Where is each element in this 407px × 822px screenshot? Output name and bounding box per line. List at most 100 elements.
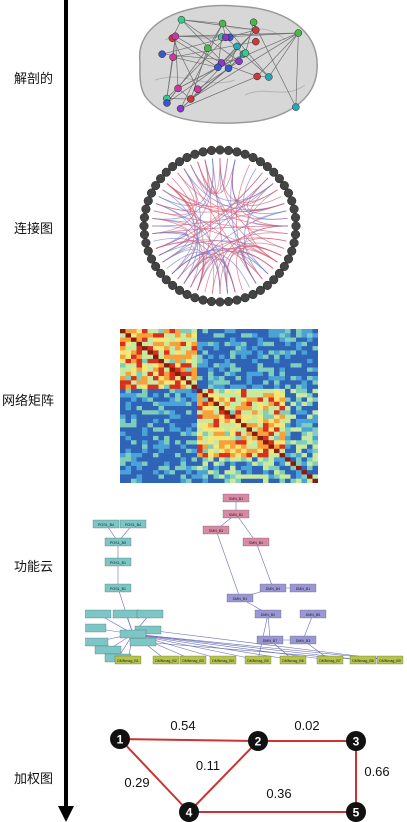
matrix-cell xyxy=(147,410,154,415)
matrix-cell xyxy=(136,448,143,454)
cloud-node-label: DMN_B1 xyxy=(296,587,311,591)
matrix-cell xyxy=(153,474,159,480)
matrix-cell xyxy=(142,427,148,432)
matrix-cell xyxy=(186,401,192,407)
matrix-cell xyxy=(235,444,242,450)
matrix-cell xyxy=(307,376,313,381)
brain-node xyxy=(294,29,303,37)
matrix-cell xyxy=(136,431,143,437)
matrix-cell xyxy=(208,371,214,377)
matrix-cell xyxy=(131,363,137,368)
matrix-cell xyxy=(285,444,291,450)
matrix-cell xyxy=(268,470,275,475)
brain-link xyxy=(175,32,299,37)
matrix-cell xyxy=(224,461,231,467)
matrix-cell xyxy=(268,346,275,351)
matrix-cell xyxy=(301,333,308,338)
edge-weight-4-5: 0.36 xyxy=(266,786,291,801)
matrix-cell xyxy=(285,457,291,462)
matrix-cell xyxy=(175,435,181,441)
matrix-cell xyxy=(197,423,203,428)
matrix-cell xyxy=(208,367,214,373)
matrix-cell xyxy=(191,431,198,437)
matrix-cell xyxy=(169,427,176,432)
matrix-cell xyxy=(246,465,253,471)
matrix-cell xyxy=(202,423,209,428)
matrix-cell xyxy=(246,329,253,334)
matrix-cell xyxy=(285,461,291,467)
brain-link xyxy=(173,41,256,58)
matrix-cell xyxy=(246,371,253,377)
matrix-cell xyxy=(125,461,132,467)
matrix-cell xyxy=(169,384,176,390)
matrix-cell xyxy=(285,470,291,475)
matrix-cell xyxy=(307,358,313,364)
connectogram-link xyxy=(162,246,194,275)
matrix-cell xyxy=(263,444,269,450)
matrix-cell xyxy=(213,418,220,424)
matrix-cell xyxy=(285,380,291,385)
connectogram-region xyxy=(274,174,284,184)
matrix-cell xyxy=(120,393,126,398)
matrix-cell xyxy=(285,376,291,381)
connectogram-link xyxy=(166,183,221,295)
matrix-cell xyxy=(279,431,286,437)
brain-node xyxy=(241,49,250,57)
matrix-cell xyxy=(252,388,258,394)
matrix-cell xyxy=(285,397,291,403)
matrix-cell xyxy=(186,380,192,385)
matrix-cell xyxy=(191,401,198,407)
matrix-cell xyxy=(125,393,132,398)
matrix-cell xyxy=(307,457,313,462)
matrix-cell xyxy=(296,474,302,480)
matrix-cell xyxy=(213,346,220,351)
matrix-cell xyxy=(125,337,132,343)
matrix-cell xyxy=(158,435,165,441)
matrix-cell xyxy=(153,423,159,428)
matrix-cell xyxy=(257,358,264,364)
matrix-cell xyxy=(186,444,192,450)
matrix-cell xyxy=(191,358,198,364)
matrix-cell xyxy=(213,406,220,411)
matrix-cell xyxy=(224,435,231,441)
matrix-cell xyxy=(263,329,269,334)
matrix-cell xyxy=(136,367,143,373)
connectogram-link xyxy=(152,231,189,256)
matrix-cell xyxy=(186,474,192,480)
cloud-node-label: DMNmag_B5 xyxy=(247,659,269,663)
matrix-cell xyxy=(263,358,269,364)
matrix-cell xyxy=(186,350,192,355)
matrix-cell xyxy=(131,440,137,445)
connectogram-link xyxy=(204,159,278,263)
cloud-node-label: POS1_B1 xyxy=(110,561,126,565)
matrix-cell xyxy=(312,350,318,355)
matrix-cell xyxy=(219,418,225,424)
matrix-cell xyxy=(296,384,302,390)
cloud-node xyxy=(209,655,237,665)
matrix-cell xyxy=(290,457,297,462)
matrix-cell xyxy=(197,350,203,355)
connectogram-region xyxy=(291,221,301,231)
matrix-cell xyxy=(252,376,258,381)
matrix-cell xyxy=(131,414,137,420)
matrix-cell xyxy=(131,470,137,475)
matrix-cell xyxy=(263,367,269,373)
brain-link xyxy=(190,68,229,100)
matrix-cell xyxy=(125,329,132,334)
matrix-cell xyxy=(252,341,258,347)
matrix-cell xyxy=(131,371,137,377)
connectogram-region xyxy=(190,293,200,303)
matrix-cell xyxy=(290,384,297,390)
matrix-cell xyxy=(235,329,242,334)
matrix-cell xyxy=(230,444,236,450)
connectogram-region xyxy=(248,152,258,163)
brain-node xyxy=(193,85,202,93)
matrix-cell xyxy=(213,393,220,398)
matrix-cell xyxy=(158,384,165,390)
matrix-cell xyxy=(279,363,286,368)
matrix-cell xyxy=(147,431,154,437)
matrix-cell xyxy=(142,397,148,403)
matrix-cell xyxy=(164,371,170,377)
matrix-cell xyxy=(296,346,302,351)
matrix-cell xyxy=(219,478,225,483)
